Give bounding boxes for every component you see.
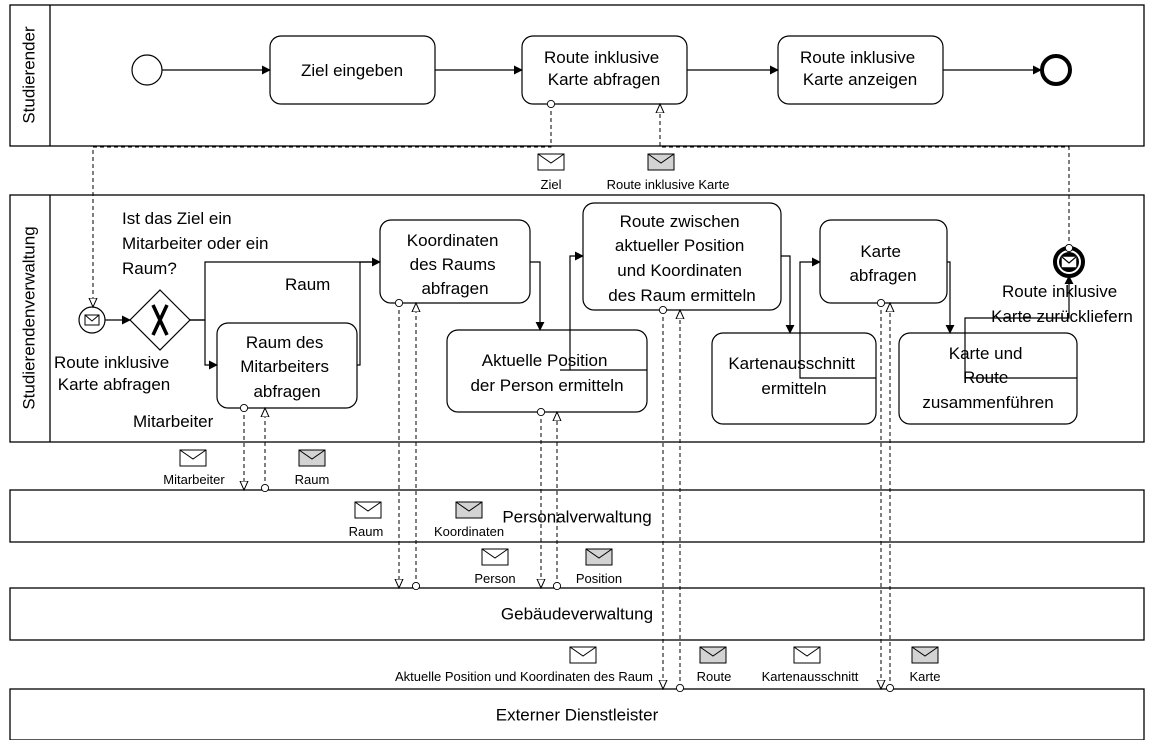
task-karte-abfragen: Karte abfragen: [819, 219, 948, 304]
task-label: Route inklusive Karte anzeigen: [800, 48, 920, 89]
end-event: [1040, 54, 1072, 86]
svg-text:Person: Person: [474, 571, 515, 586]
message-flows: [93, 104, 1069, 689]
svg-text:Karte und Route zu: Karte und Route zusammenführen: [922, 344, 1053, 412]
svg-text:Route: Route: [697, 669, 732, 684]
message-koordinaten: Koordinaten: [434, 501, 504, 539]
pool-label-studierendenverwaltung: Studierendenverwaltung: [19, 226, 38, 409]
svg-text:Position: Position: [576, 571, 622, 586]
message-start-event: [78, 306, 106, 334]
message-mitarbeiter: Mitarbeiter: [163, 449, 225, 487]
pool-label-externer-dienstleister: Externer Dienstleister: [496, 705, 659, 724]
task-ziel-eingeben: Ziel eingeben: [269, 35, 436, 105]
svg-text:Aktuelle Position der Pe: Aktuelle Position der Person ermitteln: [470, 351, 623, 395]
task-koordinaten-raum: Koordinaten des Raums abfragen: [379, 219, 531, 304]
message-route: Route: [697, 646, 732, 684]
pool-gebaeudeverwaltung: Gebäudeverwaltung: [9, 587, 1145, 641]
task-raum-mitarbeiter: Raum des Mitarbeiters abfragen: [216, 322, 358, 409]
pool-label-studierender: Studierender: [19, 26, 38, 124]
pool-label-personalverwaltung: Personalverwaltung: [502, 507, 651, 526]
task-aktuelle-position: Aktuelle Position der Person ermitteln: [446, 329, 648, 413]
message-route-karte: Route inklusive Karte: [607, 153, 730, 192]
svg-text:Raum: Raum: [349, 524, 384, 539]
start-event-label: Route inklusive Karte abfragen: [54, 353, 174, 394]
svg-text:Aktuelle Position und Koordina: Aktuelle Position und Koordinaten des Ra…: [395, 669, 653, 684]
svg-text:Karte: Karte: [909, 669, 940, 684]
pool-personalverwaltung: Personalverwaltung: [9, 489, 1145, 543]
task-route-karte-anzeigen: Route inklusive Karte anzeigen: [777, 35, 944, 105]
message-end-event: [1053, 246, 1085, 278]
start-event: [131, 54, 163, 86]
end-event-label: Route inklusive Karte zurückliefern: [991, 282, 1133, 326]
svg-text:Kartenausschnitt ermitte: Kartenausschnitt ermitteln: [728, 354, 859, 398]
message-ziel: Ziel: [537, 153, 565, 192]
svg-text:Kartenausschnitt: Kartenausschnitt: [762, 669, 859, 684]
message-karte: Karte: [909, 646, 941, 684]
svg-text:Ziel: Ziel: [541, 177, 562, 192]
pool-label-gebaeudeverwaltung: Gebäudeverwaltung: [501, 604, 653, 623]
svg-text:Koordinaten: Koordinaten: [434, 524, 504, 539]
task-route-ermitteln: Route zwischen aktueller Position und Ko…: [582, 202, 782, 311]
svg-text:Raum des Mitarbeiters: Raum des Mitarbeiters abfragen: [240, 333, 334, 401]
task-label: Route inklusive Karte abfragen: [544, 48, 664, 89]
svg-text:Route inklusive Karte: Route inklusive Karte: [607, 177, 730, 192]
pool-externer-dienstleister: Externer Dienstleister: [9, 688, 1145, 740]
task-kartenausschnitt: Kartenausschnitt ermitteln: [711, 332, 877, 425]
message-position: Position: [576, 548, 622, 586]
message-aktuelle-position-koordinaten: Aktuelle Position und Koordinaten des Ra…: [395, 646, 653, 684]
task-route-karte-abfragen: Route inklusive Karte abfragen: [521, 35, 688, 105]
message-kartenausschnitt: Kartenausschnitt: [762, 646, 859, 684]
task-label: Ziel eingeben: [301, 61, 403, 80]
branch-label-mitarbeiter: Mitarbeiter: [133, 412, 214, 431]
branch-label-raum: Raum: [285, 275, 330, 294]
svg-text:Mitarbeiter: Mitarbeiter: [163, 472, 225, 487]
message-raum: Raum: [295, 449, 330, 487]
message-person: Person: [474, 548, 516, 586]
message-raum-2: Raum: [349, 501, 384, 539]
svg-text:Raum: Raum: [295, 472, 330, 487]
